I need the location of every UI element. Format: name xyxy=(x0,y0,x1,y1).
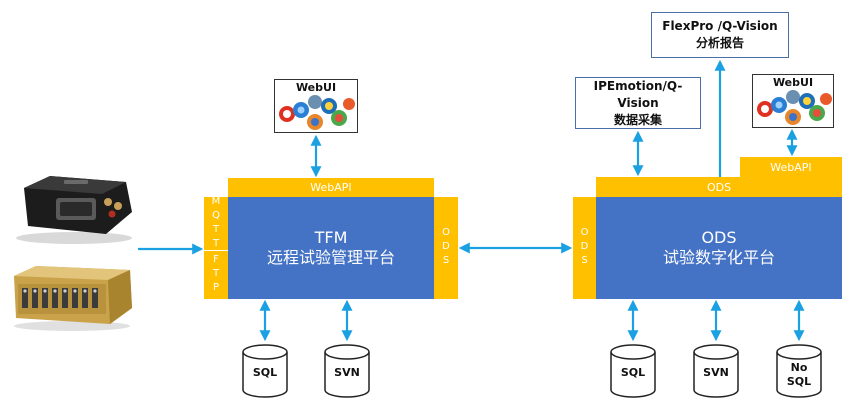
flexpro-box: FlexPro /Q-Vision 分析报告 xyxy=(651,12,789,58)
data-logger-device xyxy=(10,168,138,248)
tfm-sql-label: SQL xyxy=(252,366,278,379)
nosql-line-1: No xyxy=(790,361,808,374)
tfm-sql-database: SQL xyxy=(241,342,289,400)
tfm-svn-label: SVN xyxy=(334,366,360,379)
ods-sql-label: SQL xyxy=(620,366,646,379)
tfm-webapi-label: WebAPI xyxy=(310,181,352,194)
ods-subtitle: 试验数字化平台 xyxy=(662,248,775,267)
ods-svn-database: SVN xyxy=(692,342,740,400)
tfm-title: TFM xyxy=(314,228,348,247)
ods-interface-label: ODS xyxy=(706,180,732,194)
tfm-ftp-tab: FTP xyxy=(204,251,228,299)
measurement-rack-device xyxy=(8,262,136,332)
ods-svn-label: SVN xyxy=(703,366,729,379)
webui-label: WebUI xyxy=(772,76,814,89)
webui-label: WebUI xyxy=(295,81,337,94)
ods-left-tab-label: ODS xyxy=(579,227,590,269)
flexpro-subtitle: 分析报告 xyxy=(695,36,744,50)
ipemotion-title: IPEmotion/Q-Vision xyxy=(593,78,683,110)
mqtt-label: MQTT xyxy=(210,195,222,252)
tfm-svn-database: SVN xyxy=(323,342,371,400)
browser-logos-icon xyxy=(757,90,832,125)
tfm-platform: TFM 远程试验管理平台 xyxy=(228,197,434,299)
tfm-ods-tab: ODS xyxy=(434,197,458,299)
ftp-label: FTP xyxy=(210,254,222,296)
tfm-subtitle: 远程试验管理平台 xyxy=(266,248,395,267)
database-icon xyxy=(776,344,822,398)
nosql-line-2: SQL xyxy=(786,375,812,388)
ods-nosql-database: No SQL xyxy=(775,342,823,400)
database-icon xyxy=(242,344,288,398)
ipemotion-subtitle: 数据采集 xyxy=(613,112,662,127)
ods-webapi-bar: WebAPI xyxy=(740,157,842,177)
ods-webui-panel: WebUI xyxy=(752,74,834,128)
browser-logos-icon xyxy=(279,95,355,130)
tfm-webapi-bar: WebAPI xyxy=(228,178,434,197)
ods-nosql-label: No SQL xyxy=(775,361,823,389)
ipemotion-box: IPEmotion/Q-Vision 数据采集 xyxy=(575,77,701,129)
database-icon xyxy=(324,344,370,398)
ods-title: ODS xyxy=(701,228,737,247)
flexpro-title: FlexPro /Q-Vision xyxy=(662,19,778,33)
database-icon xyxy=(610,344,656,398)
ods-interface-bar: ODS xyxy=(596,177,842,197)
tfm-mqtt-tab: MQTT xyxy=(204,195,228,252)
ods-webapi-label: WebAPI xyxy=(770,160,812,174)
tfm-webui-panel: WebUI xyxy=(274,79,358,133)
ods-sql-database: SQL xyxy=(609,342,657,400)
ods-platform: ODS 试验数字化平台 xyxy=(596,197,842,299)
tfm-ods-tab-label: ODS xyxy=(440,227,452,269)
ods-left-tab: ODS xyxy=(573,197,596,299)
database-icon xyxy=(693,344,739,398)
